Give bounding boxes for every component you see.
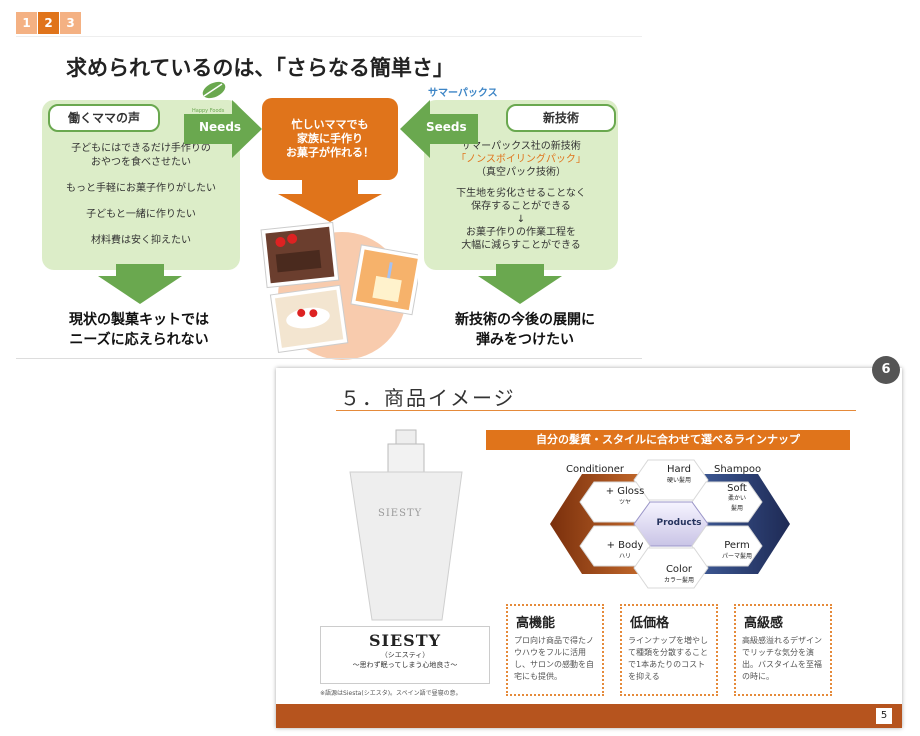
- page-badge: 6: [872, 356, 900, 384]
- slide-title: 求められているのは、「さらなる簡単さ」: [66, 56, 454, 80]
- slide-title: ５．商品イメージ: [340, 386, 516, 410]
- feature-title: 高機能: [516, 616, 556, 631]
- body-label: + Body ハリ: [606, 540, 644, 560]
- right-down-arrow-icon: [478, 264, 562, 304]
- left-down-arrow-icon: [98, 264, 182, 304]
- hex-perm[interactable]: [691, 525, 763, 567]
- bottle-illustration: [349, 429, 463, 621]
- tab-1[interactable]: 1: [16, 12, 37, 34]
- conditioner-label: Conditioner: [566, 464, 624, 475]
- feature-body: ラインナップを増やして種類を分散することで1本あたりのコストを抑える: [628, 636, 708, 681]
- tab-3[interactable]: 3: [60, 12, 81, 34]
- bottle-label: SIESTY: [378, 508, 423, 519]
- soft-label: Soft 柔かい 髪用: [727, 483, 747, 513]
- needs-line: 材料費は安く抑えたい: [91, 235, 191, 246]
- seeds-line: ↓: [516, 214, 526, 225]
- needs-line: 子どもにはできるだけ手作りの: [71, 143, 211, 154]
- products-label: Products: [656, 518, 702, 528]
- product-name: SIESTY: [368, 631, 442, 650]
- happy-foods-logo: Happy Foods: [192, 80, 232, 114]
- etymology-note: ※語源はSiesta(シエスタ)。スペイン語で昼寝の意。: [320, 690, 462, 697]
- birthday-cake-photo: [350, 244, 418, 316]
- feature-body: 高級感溢れるデザインでリッチな気分を演出。バスタイムを至福の時に。: [742, 636, 822, 681]
- perm-label: Perm パーマ髪用: [721, 540, 752, 560]
- needs-arrow-icon: [184, 100, 262, 158]
- needs-line: おやつを食べさせたい: [91, 157, 191, 168]
- seeds-line: 大幅に減らすことができる: [461, 240, 581, 251]
- seeds-line: （真空パック技術）: [476, 167, 566, 178]
- center-line: 忙しいママでも: [291, 118, 369, 131]
- center-line: 家族に手作り: [297, 132, 363, 145]
- summer-packs-logo: サマーパックス: [428, 88, 498, 99]
- center-line: お菓子が作れる！: [286, 146, 374, 159]
- footer-bar: [276, 704, 902, 728]
- product-tagline: ～思わず眠ってしまう心地良さ～: [352, 661, 458, 669]
- feature-low-price: 低価格 ラインナップを増やして種類を分散することで1本あたりのコストを抑える: [620, 604, 718, 696]
- seeds-label: Seeds: [426, 120, 467, 134]
- seeds-line: 下生地を劣化させることなく: [456, 188, 586, 199]
- seeds-arrow-icon: [400, 100, 478, 158]
- new-tech-label: 新技術: [506, 104, 616, 132]
- tab-2[interactable]: 2: [38, 12, 59, 34]
- color-label: Color カラー髪用: [663, 564, 694, 584]
- slide-tabs: 1 2 3: [16, 12, 82, 34]
- lineup-hex-diagram: [550, 459, 790, 589]
- left-conclusion: 現状の製菓キットでは ニーズに応えられない: [69, 312, 209, 348]
- down-arrow-icon: [278, 180, 382, 222]
- feature-luxury: 高級感 高級感溢れるデザインでリッチな気分を演出。バスタイムを至福の時に。: [734, 604, 832, 696]
- gloss-label: + Gloss ツヤ: [605, 486, 645, 506]
- needs-line: 子どもと一緒に作りたい: [86, 209, 196, 220]
- page-number: 5: [876, 708, 892, 724]
- parfait-photo: [269, 284, 349, 354]
- seeds-line: 「ノンスボイリングパック」: [456, 154, 586, 165]
- title-underline: [336, 410, 856, 411]
- food-photo-collage: [260, 221, 418, 360]
- seeds-line: サマーパックス社の新技術: [461, 141, 581, 152]
- working-moms-label: 働くママの声: [48, 104, 160, 132]
- center-message-box: 忙しいママでも 家族に手作り お菓子が作れる！: [262, 98, 398, 180]
- seeds-line: 保存することができる: [471, 201, 571, 212]
- feature-high-performance: 高機能 プロ向け商品で得たノウハウをフルに活用し、サロンの感動を自宅にも提供。: [506, 604, 604, 696]
- lineup-banner: 自分の髪質・スタイルに合わせて選べるラインナップ: [486, 430, 850, 450]
- slide-needs-seeds: 1 2 3 求められているのは、「さらなる簡単さ」 働くママの声 子どもにはでき…: [16, 8, 642, 360]
- shampoo-label: Shampoo: [714, 464, 762, 475]
- feature-title: 高級感: [744, 616, 784, 631]
- bottom-divider: [16, 358, 642, 359]
- happy-foods-text: Happy Foods: [192, 108, 225, 114]
- needs-line: もっと手軽にお菓子作りがしたい: [66, 183, 216, 194]
- slide-product-image: ５．商品イメージ SIESTY SIESTY （シエスティ） ～思わず眠ってしま…: [276, 368, 902, 728]
- needs-list: 子どもにはできるだけ手作りの おやつを食べさせたい もっと手軽にお菓子作りがした…: [42, 142, 240, 248]
- feature-title: 低価格: [630, 616, 670, 631]
- seeds-list: サマーパックス社の新技術 「ノンスボイリングパック」 （真空パック技術） 下生地…: [424, 140, 618, 252]
- hex-color[interactable]: [633, 547, 709, 589]
- feature-body: プロ向け商品で得たノウハウをフルに活用し、サロンの感動を自宅にも提供。: [514, 636, 594, 681]
- cake-photo: [260, 221, 340, 289]
- leaf-icon: [202, 81, 226, 99]
- hard-label: Hard 硬い髪用: [666, 464, 691, 484]
- product-reading: （シエスティ）: [380, 651, 430, 659]
- header-divider: [16, 36, 642, 37]
- product-name-card: SIESTY （シエスティ） ～思わず眠ってしまう心地良さ～: [320, 626, 490, 684]
- seeds-line: お菓子作りの作業工程を: [466, 227, 576, 238]
- right-conclusion: 新技術の今後の展開に 弾みをつけたい: [455, 312, 595, 348]
- needs-label: Needs: [199, 120, 242, 134]
